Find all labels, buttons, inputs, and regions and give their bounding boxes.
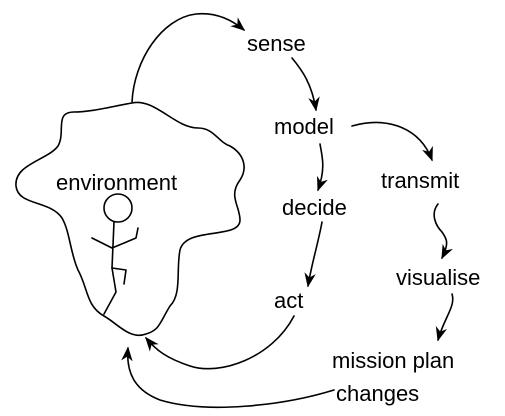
label-decide: decide [282,195,347,220]
label-mission-plan: mission plan [332,348,455,373]
arrow-model-to-transmit [351,121,433,162]
label-changes: changes [336,381,420,406]
arrow-visualise-to-mission-plan [435,293,454,342]
arrow-decide-to-act [304,221,323,288]
label-sense: sense [247,31,306,56]
arrow-environment-to-sense [131,12,246,103]
stick-figure-icon [91,193,139,315]
label-environment: environment [56,170,178,195]
arrow-transmit-to-visualise [433,203,453,260]
arrow-changes-to-environment [121,346,335,409]
environment-boundary [15,101,245,337]
arrow-act-to-environment [145,315,295,370]
label-visualise: visualise [396,265,481,290]
arrow-model-to-decide [317,143,328,192]
arrow-sense-to-model [291,57,320,112]
label-transmit: transmit [381,168,460,193]
label-model: model [274,114,334,139]
label-act: act [274,288,304,313]
